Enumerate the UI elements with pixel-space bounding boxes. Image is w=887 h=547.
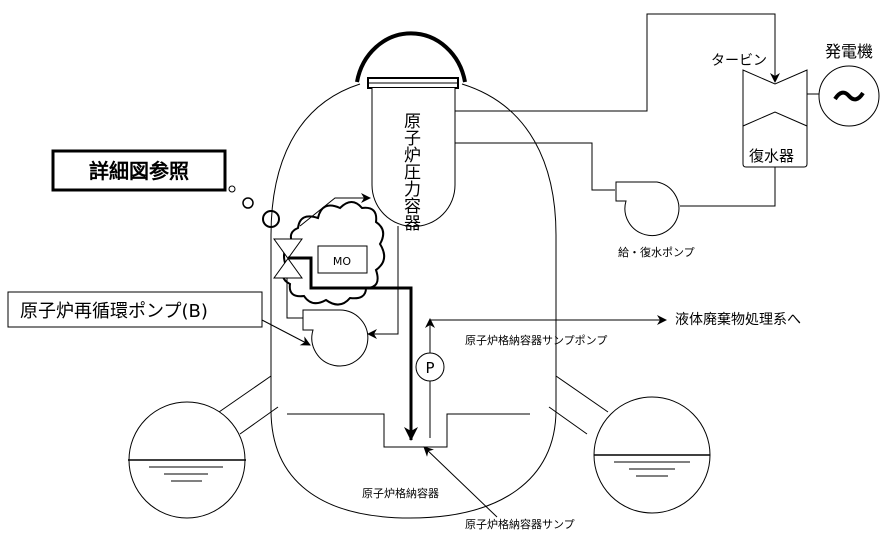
recirc-discharge-line: [286, 278, 303, 319]
callout-bubble: [242, 197, 254, 209]
rpv-label: 原子炉圧力容器: [400, 112, 421, 231]
sump-label: 原子炉格納容器サンプ: [465, 517, 575, 531]
recirc-label-pointer: [261, 319, 311, 346]
recirc-pump-label: 原子炉再循環ポンプ(B): [20, 301, 208, 322]
callout-bubble: [262, 210, 280, 228]
drain-line: [288, 256, 418, 441]
sump-floor: [287, 413, 530, 448]
condensate-line: [680, 167, 776, 207]
recirc-pump: [302, 309, 369, 367]
see-detail-label: 詳細図参照: [89, 159, 189, 183]
vent-pipe: [239, 406, 279, 435]
turbine-divider: [742, 111, 808, 127]
mo-box: [317, 245, 368, 274]
feed-pump-label: 給・復水ポンプ: [618, 245, 695, 259]
generator: [818, 65, 880, 127]
callout-bubble: [228, 185, 236, 193]
ac-symbol-icon: [833, 90, 865, 102]
vent-pipe: [555, 375, 609, 413]
reactor-pressure-vessel: [371, 88, 456, 227]
recirc-suction-line: [367, 226, 399, 339]
feed-line: [455, 142, 615, 191]
sump-label-pointer: [423, 446, 498, 518]
steam-line: [455, 13, 780, 112]
containment-dome: [355, 31, 467, 83]
sump-pump-symbol: P: [425, 359, 434, 377]
turbine: [742, 69, 808, 168]
condenser-label: 復水器: [749, 147, 794, 165]
generator-label: 発電機: [825, 42, 873, 61]
see-detail-box: [51, 149, 227, 192]
containment-vessel: [270, 83, 557, 519]
sump-pump-label: 原子炉格納容器サンプポンプ: [465, 333, 607, 347]
recirc-pump-label-box: [7, 291, 263, 328]
liquid-waste-label: 液体廃棄物処理系へ: [675, 311, 801, 328]
valve-to-rpv-line: [299, 193, 371, 227]
containment-label: 原子炉格納容器: [362, 486, 439, 500]
feed-water-pump: [615, 181, 680, 236]
turbine-label: タービン: [711, 53, 767, 69]
mo-label: MO: [333, 255, 351, 268]
vent-pipe: [218, 375, 272, 413]
vent-pipe: [548, 406, 588, 435]
